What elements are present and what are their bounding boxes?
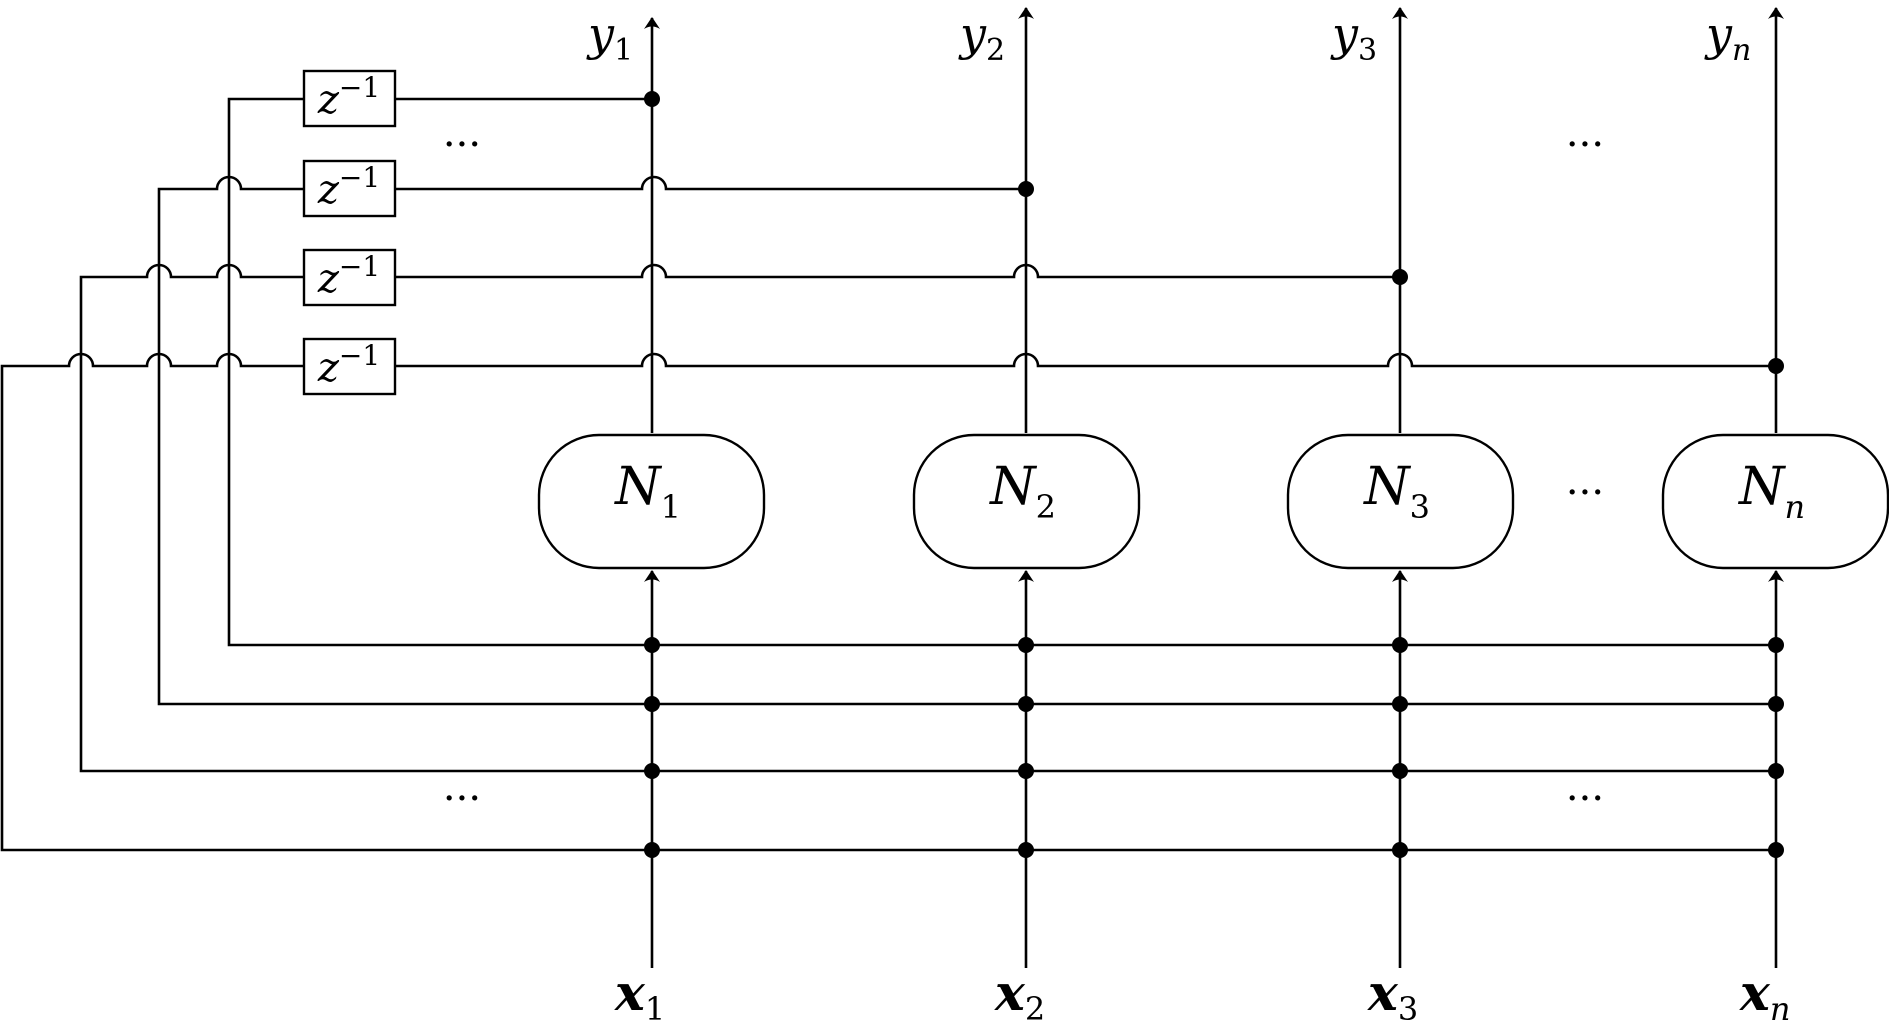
- output-label-n: yn: [1704, 7, 1751, 68]
- neuron-node-n: Nn: [1661, 433, 1889, 570]
- bus-dot: [1018, 842, 1034, 858]
- svg-text:N3: N3: [1362, 457, 1430, 526]
- bus-dot: [644, 637, 660, 653]
- ellipsis-nodes: ···: [1566, 470, 1604, 516]
- bus-dot: [644, 842, 660, 858]
- neuron-node-1: N1: [537, 433, 766, 570]
- input-label-n: xn: [1739, 963, 1790, 1028]
- output-label-1: y1: [586, 7, 633, 68]
- input-label-1: x1: [614, 963, 665, 1028]
- delay-block-3: z−1: [302, 248, 397, 307]
- junction-dots: [644, 91, 1784, 858]
- bus-dot: [1018, 696, 1034, 712]
- bus-dot: [1768, 637, 1784, 653]
- neuron-node-2: N2: [912, 433, 1141, 570]
- bus-dot: [1392, 763, 1408, 779]
- bus-dot: [1768, 696, 1784, 712]
- output-tap-dot-3: [1392, 269, 1408, 285]
- output-labels: y1 y2 y3 yn: [586, 7, 1751, 68]
- delay-block-4: z−1: [302, 337, 397, 396]
- input-labels: x1 x2 x3 xn: [614, 963, 1790, 1028]
- ellipsis-bus-left: ···: [443, 776, 481, 822]
- svg-text:z−1: z−1: [317, 161, 380, 213]
- delay-block-1: z−1: [302, 69, 397, 128]
- neuron-node-3: N3: [1286, 433, 1515, 570]
- feedback-wire-2: [157, 175, 1776, 706]
- delay-blocks: z−1 z−1 z−1 z−1: [302, 69, 397, 396]
- output-label-2: y2: [958, 7, 1005, 68]
- svg-text:z−1: z−1: [317, 71, 380, 123]
- bus-dot: [1392, 842, 1408, 858]
- svg-text:N1: N1: [613, 457, 681, 526]
- bus-dot: [1018, 637, 1034, 653]
- bus-dot: [1392, 696, 1408, 712]
- output-tap-dot-1: [644, 91, 660, 107]
- svg-text:z−1: z−1: [317, 250, 380, 302]
- bus-dot: [1768, 763, 1784, 779]
- ellipsis-delays: ···: [443, 122, 481, 168]
- svg-text:z−1: z−1: [317, 339, 380, 391]
- output-tap-dot-n: [1768, 358, 1784, 374]
- svg-text:N2: N2: [988, 457, 1056, 526]
- feedback-wire-1: [227, 97, 1776, 647]
- ellipsis-bus-right: ···: [1566, 776, 1604, 822]
- svg-text:Nn: Nn: [1737, 457, 1805, 526]
- output-label-3: y3: [1330, 7, 1377, 68]
- input-label-3: x3: [1367, 963, 1418, 1028]
- bus-dot: [1768, 842, 1784, 858]
- ellipsis-outputs: ···: [1566, 122, 1604, 168]
- bus-dot: [1392, 637, 1408, 653]
- delay-block-2: z−1: [302, 159, 397, 218]
- bus-dot: [644, 696, 660, 712]
- ellipses: ··· ··· ··· ··· ···: [443, 122, 1604, 822]
- neuron-nodes: N1 N2 N3 Nn: [537, 433, 1889, 570]
- feedback-wire-3: [79, 263, 1776, 773]
- bus-dot: [644, 763, 660, 779]
- output-tap-dot-2: [1018, 181, 1034, 197]
- column-wires: [644, 7, 1784, 968]
- feedback-wire-4: [0, 352, 1776, 852]
- input-label-2: x2: [994, 963, 1045, 1028]
- bus-dot: [1018, 763, 1034, 779]
